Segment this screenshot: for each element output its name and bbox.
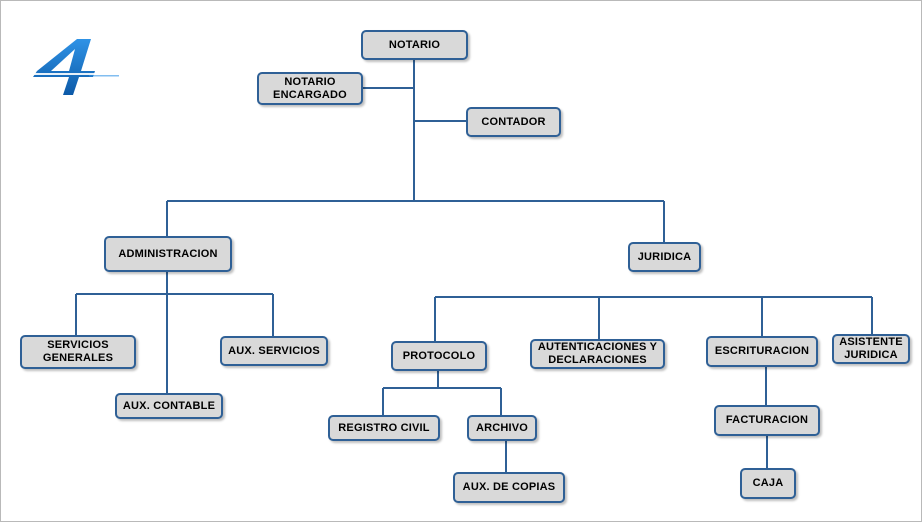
node-label: CONTADOR <box>481 115 546 128</box>
node-label: SERVICIOS GENERALES <box>42 339 114 364</box>
node-contador: CONTADOR <box>466 107 561 137</box>
node-label: AUX. CONTABLE <box>122 399 216 412</box>
node-label: AUX. SERVICIOS <box>228 344 320 357</box>
node-protocolo: PROTOCOLO <box>391 341 487 371</box>
node-caja: CAJA <box>740 468 796 499</box>
node-aux-servicios: AUX. SERVICIOS <box>220 336 328 366</box>
node-label: AUX. DE COPIAS <box>462 481 556 493</box>
node-label: JURIDICA <box>637 250 692 263</box>
node-servicios-generales: SERVICIOS GENERALES <box>20 335 136 369</box>
node-label: ESCRITURACION <box>714 345 810 357</box>
node-aux-contable: AUX. CONTABLE <box>115 393 223 419</box>
node-aux-copias: AUX. DE COPIAS <box>453 472 565 503</box>
number-4-logo-icon <box>29 39 121 95</box>
node-label: AUTENTICACIONES Y DECLARACIONES <box>537 341 658 366</box>
node-label: FACTURACION <box>725 414 809 426</box>
node-juridica: JURIDICA <box>628 242 701 272</box>
node-asistente-juridica: ASISTENTE JURIDICA <box>832 334 910 364</box>
node-notario: NOTARIO <box>361 30 468 60</box>
node-label: REGISTRO CIVIL <box>338 421 430 434</box>
node-facturacion: FACTURACION <box>714 405 820 436</box>
node-label: ASISTENTE JURIDICA <box>839 336 903 361</box>
node-label: NOTARIO ENCARGADO <box>273 75 347 101</box>
node-archivo: ARCHIVO <box>467 415 537 441</box>
node-label: PROTOCOLO <box>402 349 476 362</box>
node-administracion: ADMINISTRACION <box>104 236 232 272</box>
node-escrituracion: ESCRITURACION <box>706 336 818 367</box>
node-label: ARCHIVO <box>475 421 529 434</box>
node-notario-encargado: NOTARIO ENCARGADO <box>257 72 363 105</box>
node-label: ADMINISTRACION <box>118 247 218 260</box>
node-label: CAJA <box>752 477 784 489</box>
node-label: NOTARIO <box>388 38 441 51</box>
node-registro-civil: REGISTRO CIVIL <box>328 415 440 441</box>
node-autenticaciones: AUTENTICACIONES Y DECLARACIONES <box>530 339 665 369</box>
